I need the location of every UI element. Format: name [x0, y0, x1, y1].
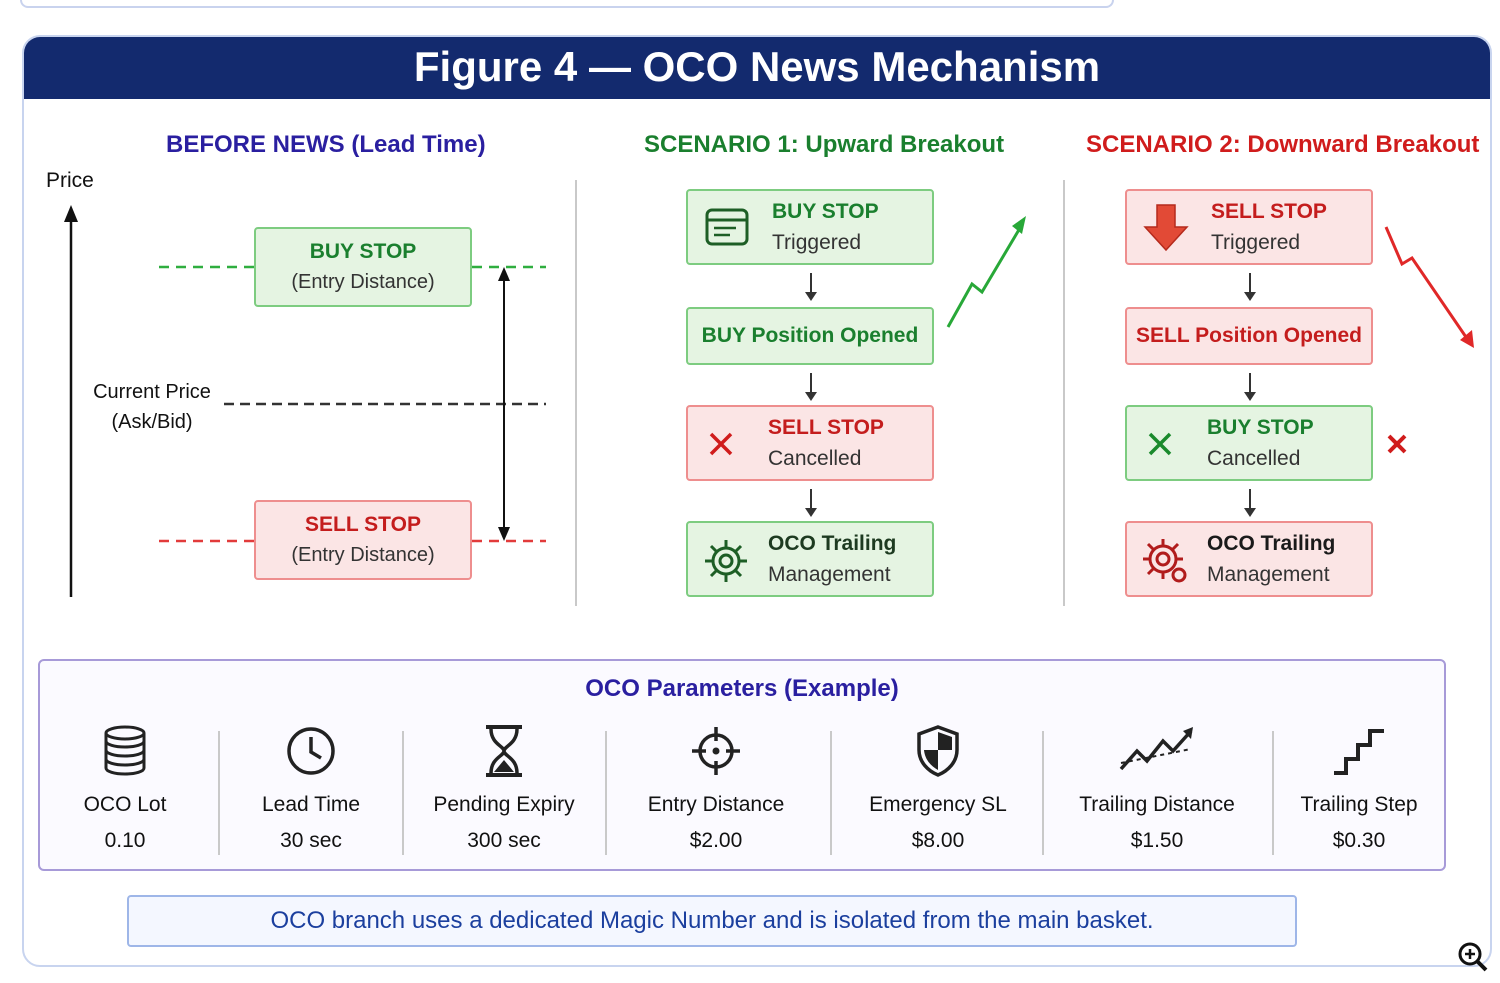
sell-stop-sub: (Entry Distance) [291, 544, 435, 566]
hourglass-icon [486, 725, 522, 777]
param-value: 0.10 [104, 829, 146, 852]
gear-icon [1143, 539, 1187, 583]
shield-icon [917, 725, 959, 777]
s1-buy-stop-triggered: BUY STOP Triggered [686, 189, 934, 265]
param-label: Trailing Distance [1079, 793, 1235, 816]
s2-step3-title: BUY STOP [1207, 416, 1314, 439]
s1-step1-sub: Triggered [772, 231, 862, 254]
scenario2-heading: SCENARIO 2: Downward Breakout [1086, 131, 1480, 158]
s2-step3-sub: Cancelled [1207, 447, 1301, 470]
param-divider [1042, 731, 1044, 855]
scenario1-heading: SCENARIO 1: Upward Breakout [644, 131, 1005, 158]
s2-step4-title: OCO Trailing [1207, 532, 1336, 555]
param-trailing-step: Trailing Step $0.30 [1294, 721, 1424, 853]
s1-oco-trailing: OCO Trailing Management [686, 521, 934, 597]
s2-arrow-1 [1244, 273, 1256, 301]
s2-step1-sub: Triggered [1211, 231, 1301, 254]
param-value: $1.50 [1130, 829, 1184, 852]
s1-step2-title: BUY Position Opened [701, 324, 919, 347]
before-news-chart [64, 205, 546, 597]
buy-stop-title: BUY STOP [309, 240, 417, 263]
s2-oco-trailing: OCO Trailing Management [1125, 521, 1373, 597]
param-label: Entry Distance [647, 793, 785, 816]
param-divider [1272, 731, 1274, 855]
param-label: Lead Time [261, 793, 361, 816]
buy-stop-sub: (Entry Distance) [291, 271, 435, 293]
s1-step3-sub: Cancelled [768, 447, 862, 470]
figure-frame: Figure 4 — OCO News Mechanism BEFORE NEW… [22, 35, 1492, 967]
isolation-note: OCO branch uses a dedicated Magic Number… [127, 895, 1297, 947]
before-news-heading: BEFORE NEWS (Lead Time) [166, 131, 486, 158]
s2-arrow-3 [1244, 489, 1256, 517]
zoom-in-icon[interactable] [1457, 941, 1489, 973]
order-ticket-icon [705, 208, 749, 246]
param-divider [218, 731, 220, 855]
param-divider [830, 731, 832, 855]
steps-icon [1334, 729, 1384, 775]
param-label: Trailing Step [1300, 793, 1418, 816]
param-trailing-distance: Trailing Distance $1.50 [1070, 721, 1244, 853]
param-label: Emergency SL [869, 793, 1007, 816]
param-divider [605, 731, 607, 855]
s2-step4-sub: Management [1207, 563, 1330, 586]
s1-step3-title: SELL STOP [768, 416, 884, 439]
cancel-x-icon [1387, 434, 1407, 454]
param-value: $2.00 [689, 829, 743, 852]
sell-stop-box: SELL STOP (Entry Distance) [254, 500, 472, 580]
current-price-text: Current Price [93, 381, 211, 403]
downward-trend-arrow-icon [1384, 226, 1474, 348]
params-heading: OCO Parameters (Example) [585, 675, 899, 702]
oco-parameters-panel: OCO Parameters (Example) OCO Lot 0.10 [38, 659, 1446, 871]
s1-step4-title: OCO Trailing [768, 532, 897, 555]
crosshair-icon [692, 727, 740, 775]
param-value: $0.30 [1332, 829, 1386, 852]
price-axis-label: Price [46, 169, 94, 192]
price-axis-arrowhead [64, 205, 78, 222]
figure-title: Figure 4 — OCO News Mechanism [24, 37, 1490, 99]
column-divider-2 [1063, 180, 1065, 606]
clock-icon [287, 727, 335, 775]
param-label: Pending Expiry [433, 793, 575, 816]
s2-sell-position-opened: SELL Position Opened [1125, 307, 1373, 365]
x-icon [709, 432, 733, 456]
current-price-label: Current Price (Ask/Bid) [82, 377, 222, 437]
coin-stack-icon [104, 725, 146, 776]
top-border-fragment [20, 0, 1114, 8]
s1-arrow-3 [805, 489, 817, 517]
gear-icon [705, 540, 747, 582]
param-value: $8.00 [911, 829, 965, 852]
s2-buy-stop-cancelled: BUY STOP Cancelled [1125, 405, 1373, 481]
buy-stop-box: BUY STOP (Entry Distance) [254, 227, 472, 307]
distance-arrow-bottom [498, 527, 510, 541]
s2-step2-title: SELL Position Opened [1136, 324, 1362, 347]
column-divider-1 [575, 180, 577, 606]
s1-buy-position-opened: BUY Position Opened [686, 307, 934, 365]
s2-step1-title: SELL STOP [1211, 200, 1327, 223]
s1-arrow-1 [805, 273, 817, 301]
param-pending-expiry: Pending Expiry 300 sec [424, 721, 584, 853]
s2-sell-stop-triggered: SELL STOP Triggered [1125, 189, 1373, 265]
upward-trend-arrow-icon [946, 216, 1026, 328]
distance-arrow-top [498, 267, 510, 281]
ask-bid-text: (Ask/Bid) [111, 411, 193, 433]
s1-step1-title: BUY STOP [772, 200, 879, 223]
down-arrow-icon [1143, 204, 1189, 252]
param-value: 300 sec [467, 829, 541, 852]
x-icon [1148, 432, 1172, 456]
param-entry-distance: Entry Distance $2.00 [636, 721, 796, 853]
s1-arrow-2 [805, 373, 817, 401]
s1-step4-sub: Management [768, 563, 891, 586]
param-label: OCO Lot [83, 793, 167, 816]
param-oco-lot: OCO Lot 0.10 [60, 721, 190, 853]
trend-line-icon [1119, 727, 1193, 771]
s2-arrow-2 [1244, 373, 1256, 401]
param-emergency-sl: Emergency SL $8.00 [858, 721, 1018, 853]
s1-sell-stop-cancelled: SELL STOP Cancelled [686, 405, 934, 481]
param-value: 30 sec [280, 829, 342, 852]
param-divider [402, 731, 404, 855]
sell-stop-title: SELL STOP [305, 513, 421, 536]
param-lead-time: Lead Time 30 sec [246, 721, 376, 853]
